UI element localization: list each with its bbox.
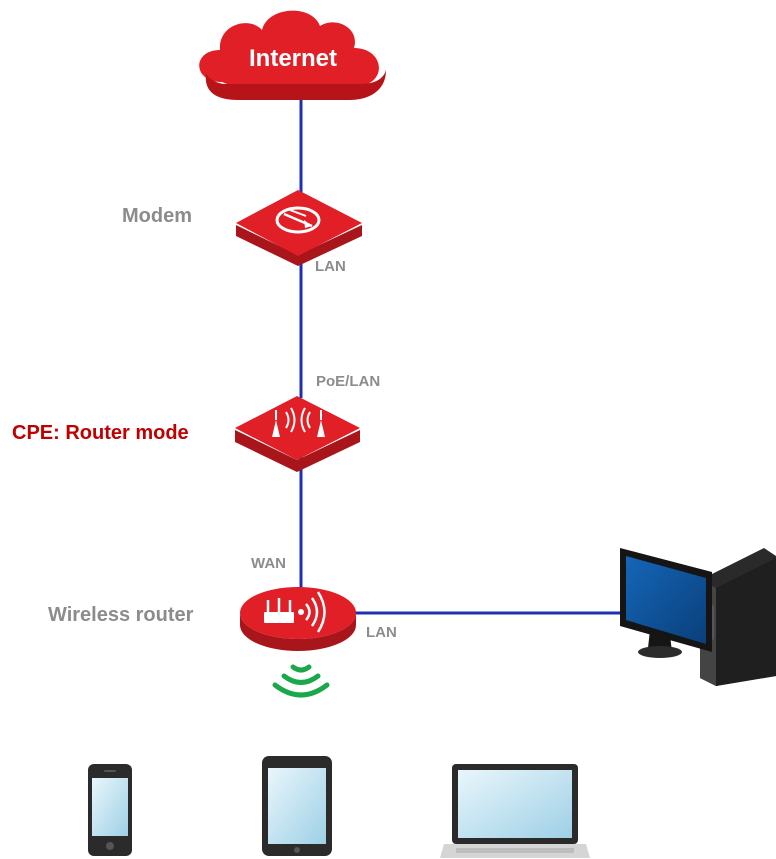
wireless-router-icon: [240, 587, 356, 651]
tablet-icon: [262, 756, 332, 856]
router-lan-port-label: LAN: [366, 624, 397, 641]
modem-lan-port-label: LAN: [315, 258, 346, 275]
cloud-icon: [199, 10, 386, 100]
desktop-computer-icon: [620, 548, 776, 686]
connection-lines: [299, 100, 624, 615]
laptop-icon: [440, 764, 590, 858]
modem-icon: [236, 190, 362, 266]
router-wan-port-label: WAN: [251, 555, 286, 572]
wireless-router-label: Wireless router: [48, 604, 194, 626]
modem-label: Modem: [122, 205, 192, 227]
cpe-label: CPE: Router mode: [12, 422, 189, 444]
wifi-signal-icon: [272, 664, 330, 698]
cpe-icon: [235, 396, 360, 472]
cpe-poe-lan-port-label: PoE/LAN: [316, 373, 381, 390]
internet-label: Internet: [249, 45, 338, 72]
smartphone-icon: [88, 764, 132, 856]
